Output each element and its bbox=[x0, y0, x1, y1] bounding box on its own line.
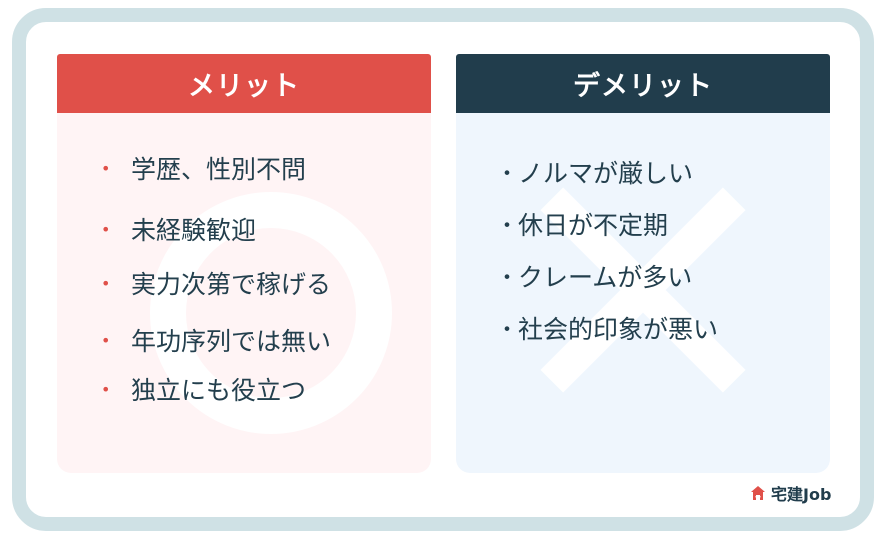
bullet-icon: ・ bbox=[496, 162, 519, 187]
house-icon bbox=[751, 486, 765, 500]
bullet-icon: • bbox=[101, 273, 111, 293]
merits-title: メリット bbox=[188, 71, 300, 102]
demerits-header: デメリット bbox=[456, 54, 830, 113]
demerits-panel: ・ノルマが厳しい ・休日が不定期 ・クレームが多い ・社会的印象が悪い bbox=[456, 113, 830, 473]
bullet-icon: ・ bbox=[496, 266, 519, 291]
list-item: •学歴、性別不問 bbox=[101, 155, 307, 184]
bullet-icon: • bbox=[101, 158, 111, 178]
bullet-icon: ・ bbox=[496, 214, 519, 239]
list-item: ・休日が不定期 bbox=[496, 206, 668, 242]
demerits-column: デメリット ・ノルマが厳しい ・休日が不定期 ・クレームが多い ・社会的印象が悪… bbox=[456, 54, 830, 473]
merits-panel: •学歴、性別不問 •未経験歓迎 •実力次第で稼げる •年功序列では無い •独立に… bbox=[57, 113, 431, 473]
list-item: ・ノルマが厳しい bbox=[496, 154, 693, 190]
bullet-icon: • bbox=[101, 219, 111, 239]
merits-column: メリット •学歴、性別不問 •未経験歓迎 •実力次第で稼げる •年功序列では無い… bbox=[57, 54, 431, 473]
logo-text: 宅建Job bbox=[771, 485, 832, 504]
demerits-title: デメリット bbox=[573, 71, 713, 102]
list-item: •年功序列では無い bbox=[101, 327, 332, 356]
list-item: •未経験歓迎 bbox=[101, 216, 257, 245]
list-item: ・クレームが多い bbox=[496, 258, 692, 294]
list-item: ・社会的印象が悪い bbox=[496, 310, 718, 346]
merits-header: メリット bbox=[57, 54, 431, 113]
bullet-icon: • bbox=[101, 379, 111, 399]
list-item: •独立にも役立つ bbox=[101, 376, 307, 405]
bullet-icon: • bbox=[101, 330, 111, 350]
list-item: •実力次第で稼げる bbox=[101, 270, 332, 299]
brand-logo: 宅建Job bbox=[750, 481, 831, 505]
bullet-icon: ・ bbox=[496, 318, 519, 343]
